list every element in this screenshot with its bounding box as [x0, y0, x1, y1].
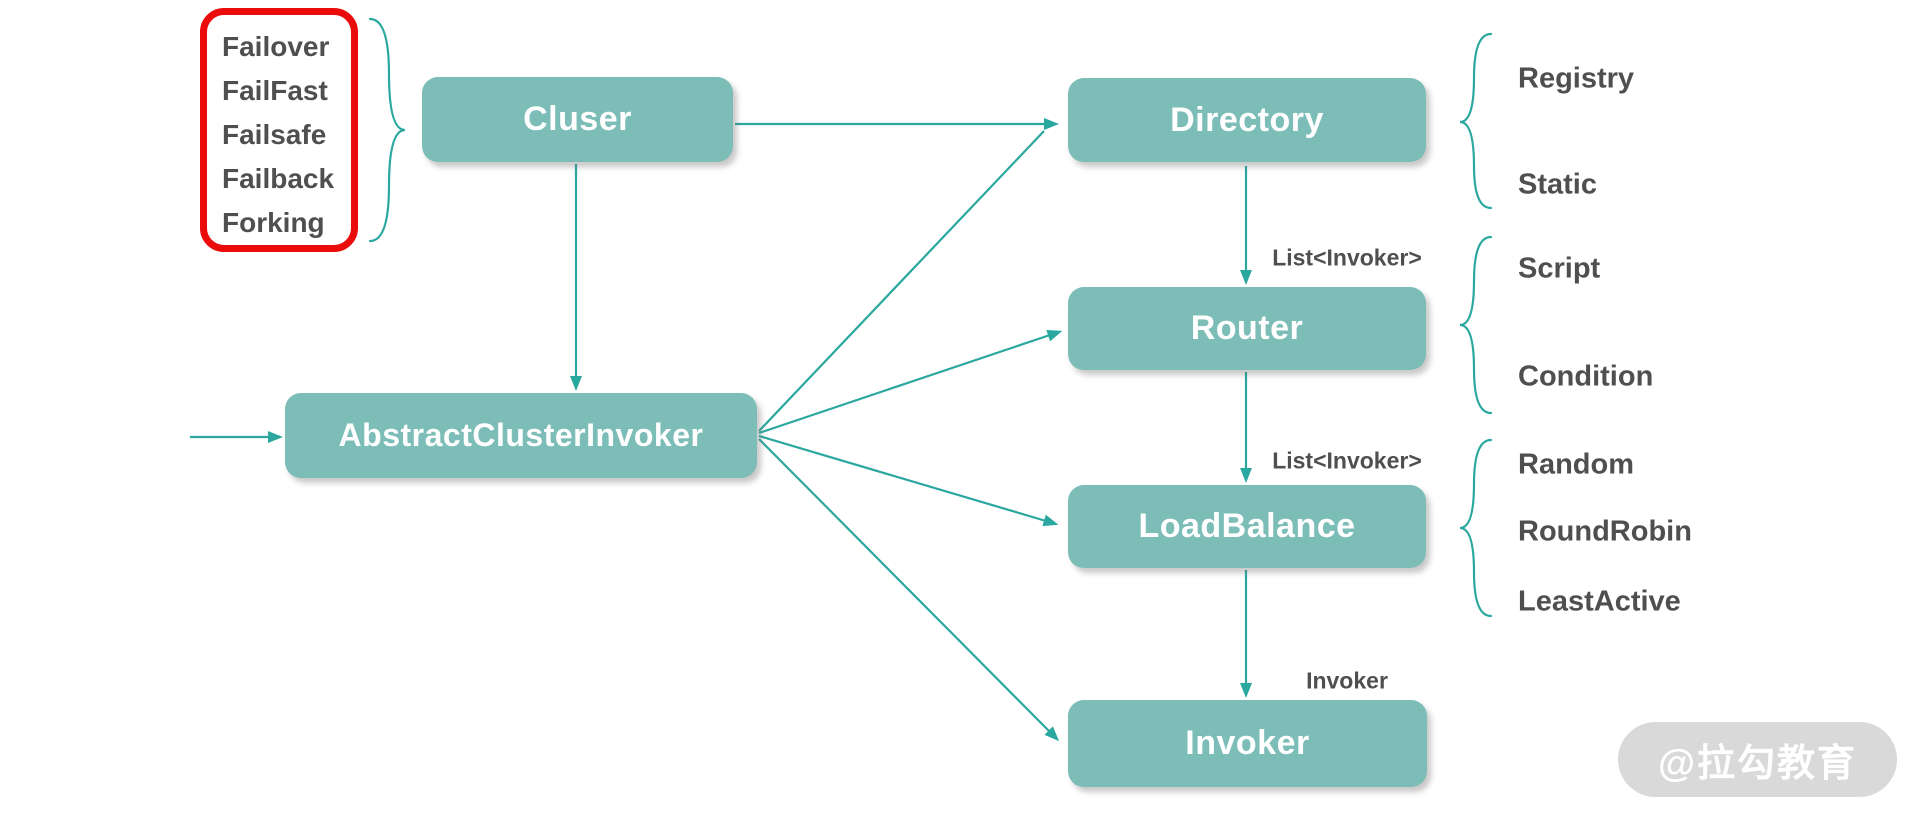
node-load-balance: LoadBalance: [1068, 485, 1426, 568]
node-directory: Directory: [1068, 78, 1426, 162]
edge-label-list-invoker-1: List<Invoker>: [1272, 244, 1422, 271]
arrow-aci-to-invoker: [758, 438, 1060, 742]
label-script: Script: [1518, 252, 1601, 285]
line-aci-to-directory: [758, 130, 1045, 432]
node-router: Router: [1068, 287, 1426, 370]
watermark-badge: @拉勾教育: [1618, 722, 1897, 797]
edge-label-list-invoker-2: List<Invoker>: [1272, 447, 1422, 474]
arrow-aci-to-router: [758, 329, 1063, 435]
label-static: Static: [1518, 168, 1597, 201]
brace-directory-types: [1459, 32, 1493, 210]
strategy-failsafe: Failsafe: [222, 119, 327, 150]
brace-loadbalance-types: [1459, 438, 1493, 618]
label-roundrobin: RoundRobin: [1518, 515, 1692, 548]
strategy-forking: Forking: [222, 207, 325, 238]
strategy-failover: Failover: [222, 31, 330, 62]
label-registry: Registry: [1518, 62, 1635, 95]
label-leastactive: LeastActive: [1518, 585, 1681, 618]
label-condition: Condition: [1518, 360, 1654, 393]
edge-label-invoker: Invoker: [1306, 667, 1388, 694]
strategy-failfast: FailFast: [222, 75, 328, 106]
node-abstract-cluster-invoker: AbstractClusterInvoker: [285, 393, 757, 478]
brace-router-types: [1459, 235, 1493, 415]
brace-strategies-to-cluster: [368, 17, 406, 243]
cluster-strategies-box: Failover FailFast Failsafe Failback Fork…: [200, 8, 358, 252]
label-random: Random: [1518, 448, 1634, 481]
node-cluster: Cluser: [422, 77, 733, 162]
node-invoker: Invoker: [1068, 700, 1427, 787]
arrow-aci-to-loadbalance: [758, 434, 1059, 527]
strategy-failback: Failback: [222, 163, 335, 194]
